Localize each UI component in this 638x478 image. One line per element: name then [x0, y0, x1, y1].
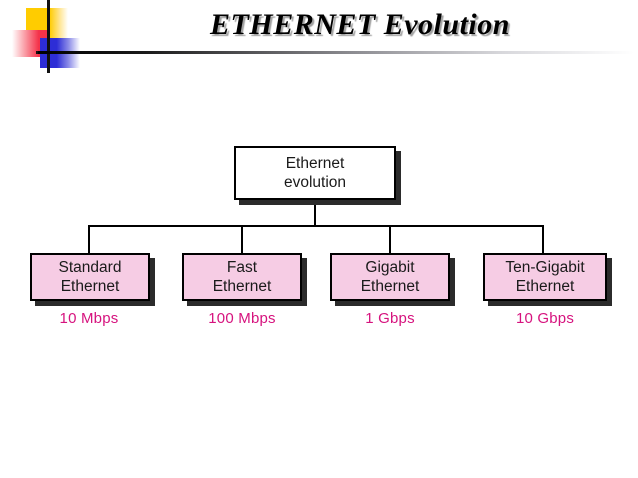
title-divider-rule	[38, 51, 634, 54]
connector-drop-gigabit	[389, 225, 391, 254]
node-label-line1: Ten-Gigabit	[505, 259, 585, 276]
node-label-line2: Ethernet	[360, 278, 420, 295]
node-gigabit-ethernet[interactable]: Gigabit Ethernet	[330, 253, 450, 301]
node-standard-ethernet[interactable]: Standard Ethernet	[30, 253, 150, 301]
node-label-line2: Ethernet	[60, 278, 120, 295]
logo-vertical-line	[47, 0, 50, 73]
node-label-line2: evolution	[283, 174, 347, 191]
node-label-line1: Ethernet	[285, 155, 345, 172]
speed-label-ten-gigabit: 10 Gbps	[515, 310, 575, 327]
connector-drop-fast	[241, 225, 243, 254]
connector-drop-standard	[88, 225, 90, 254]
node-fast-ethernet[interactable]: Fast Ethernet	[182, 253, 302, 301]
speed-label-fast: 100 Mbps	[208, 310, 276, 327]
slide-title: ETHERNET Evolution	[210, 8, 510, 41]
node-label-line2: Ethernet	[515, 278, 575, 295]
connector-root-vertical	[314, 200, 316, 226]
node-ethernet-evolution[interactable]: Ethernet evolution	[234, 146, 396, 200]
node-label-line1: Fast	[226, 259, 258, 276]
connector-drop-ten-gigabit	[542, 225, 544, 254]
node-label-line2: Ethernet	[212, 278, 272, 295]
speed-label-standard: 10 Mbps	[59, 310, 119, 327]
node-ten-gigabit-ethernet[interactable]: Ten-Gigabit Ethernet	[483, 253, 607, 301]
connector-horizontal-bus	[88, 225, 544, 227]
speed-label-gigabit: 1 Gbps	[365, 310, 415, 327]
node-label-line1: Standard	[58, 259, 122, 276]
node-label-line1: Gigabit	[365, 259, 415, 276]
